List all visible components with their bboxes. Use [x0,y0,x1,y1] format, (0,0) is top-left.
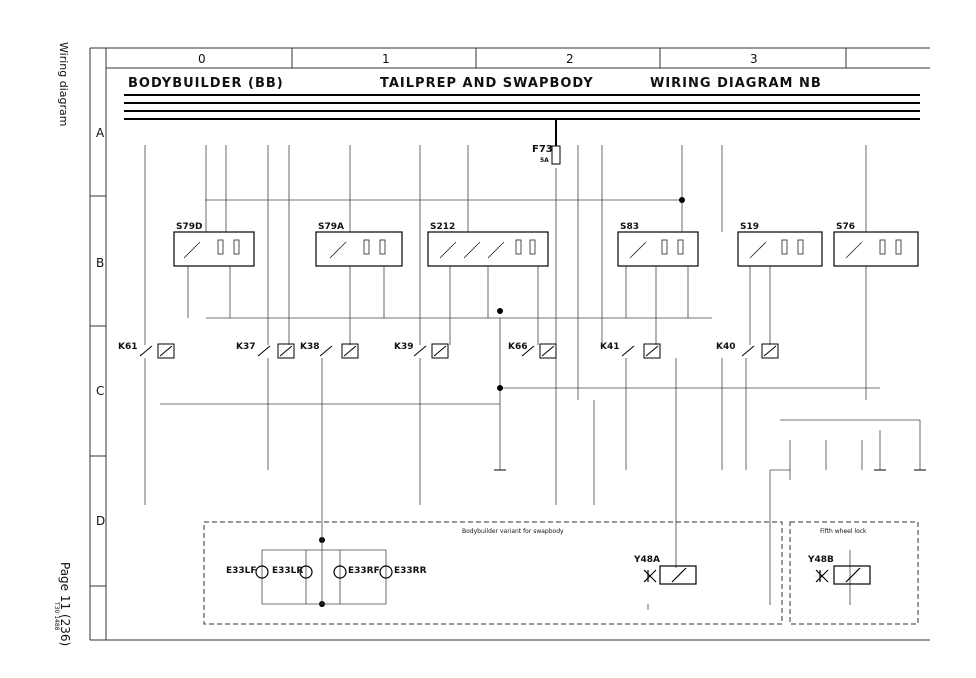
relay-label-k41: K41 [600,342,620,352]
bodybuilder-box-caption: Bodybuilder variant for swapbody [462,528,564,535]
lower-wires [144,358,921,605]
row-header-a: A [96,126,105,140]
switch-boxes [173,231,919,267]
switch-label-s19: S19 [740,222,760,232]
lamp-label-e33lf: E33LF [226,566,257,576]
relay-label-k39: K39 [394,342,414,352]
switch-internals [183,239,902,259]
fuse-f73 [551,120,561,165]
valves [643,565,871,585]
row-header-d: D [96,514,106,528]
relay-coils [139,343,779,359]
relay-label-k40: K40 [716,342,736,352]
valve-label-y48a: Y48A [634,555,661,565]
switch-label-s83: S83 [620,222,640,232]
relay-label-k61: K61 [118,342,138,352]
relay-label-k37: K37 [236,342,256,352]
feed-wires [144,120,867,400]
lamp-label-e33rf: E33RF [348,566,380,576]
column-header-3: 3 [750,52,758,66]
title-tailprep: TAILPREP AND SWAPBODY [380,76,594,91]
lamp-circuits [261,540,677,610]
valve-label-y48b: Y48B [808,555,834,565]
fuse-rating: 5A [540,157,549,164]
fifth-wheel-box-caption: Fifth wheel lock [820,528,867,535]
switch-label-s212: S212 [430,222,456,232]
switch-label-s76: S76 [836,222,856,232]
fuse-label: F73 [532,144,553,155]
relay-label-k66: K66 [508,342,528,352]
title-wiring-diagram: WIRING DIAGRAM NB [650,76,822,91]
dashed-boxes [203,521,919,625]
junctions [319,197,685,607]
column-header-0: 0 [198,52,206,66]
column-header-2: 2 [566,52,574,66]
title-bodybuilder: BODYBUILDER (BB) [128,76,284,91]
row-header-b: B [96,256,105,270]
lamps [255,565,393,579]
bus-bars [124,94,920,120]
frame [89,47,930,641]
column-header-1: 1 [382,52,390,66]
relay-label-k38: K38 [300,342,320,352]
lamp-label-e33rr: E33RR [394,566,427,576]
switch-label-s79a: S79A [318,222,344,232]
switch-label-s79d: S79D [176,222,203,232]
lamp-label-e33lr: E33LR [272,566,304,576]
switch-output-wires [160,199,880,470]
row-header-c: C [96,384,105,398]
